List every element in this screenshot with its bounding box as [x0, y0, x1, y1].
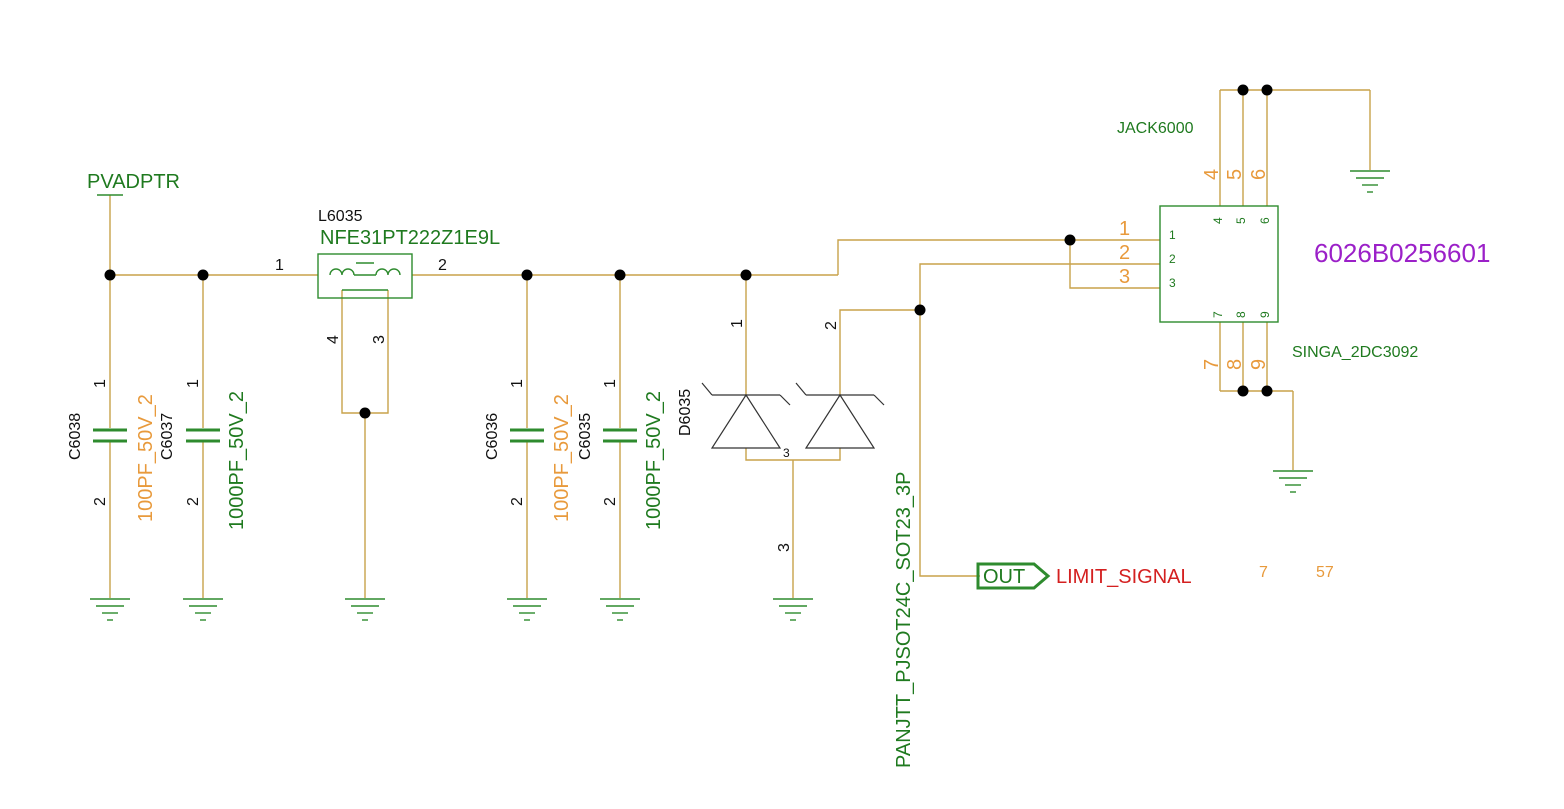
pin-number: 2	[438, 257, 447, 274]
junction-dots	[104, 84, 1273, 419]
port-label: OUT	[983, 566, 1025, 588]
jack-part-number: 6026B0256601	[1314, 238, 1490, 268]
pin-number: 4	[325, 335, 342, 344]
pin-number: 2	[602, 497, 619, 506]
ground-icon	[183, 598, 223, 621]
pin-number: 4	[1211, 217, 1225, 224]
ground-icon	[600, 598, 640, 621]
jack-value: SINGA_2DC3092	[1292, 344, 1418, 361]
ground-icon	[1350, 170, 1390, 193]
pin-number: 7	[1201, 359, 1223, 370]
pin-number: 6	[1248, 169, 1270, 180]
pin-number: 2	[1119, 242, 1130, 264]
pin-number: 1	[1169, 228, 1176, 242]
jack-body	[1159, 205, 1279, 323]
pin-number: 2	[185, 497, 202, 506]
inductor-value: NFE31PT222Z1E9L	[320, 227, 500, 249]
ground-icon	[90, 598, 130, 621]
cap-ref: C6038	[67, 413, 84, 460]
coil-icon	[375, 268, 401, 276]
ground-icon	[773, 598, 813, 621]
diode-symbol	[701, 382, 885, 449]
pin-number: 5	[1224, 169, 1246, 180]
net-label-pvadptr: PVADPTR	[87, 171, 180, 193]
pin-number: 9	[1258, 311, 1272, 318]
inductor-body	[317, 253, 413, 299]
pin-number: 1	[602, 379, 619, 388]
pin-number: 1	[509, 379, 526, 388]
pin-number: 3	[776, 543, 793, 552]
pin-number: 3	[371, 335, 388, 344]
pin-number: 2	[823, 321, 840, 330]
wires	[109, 89, 1371, 598]
pin-number: 5	[1234, 217, 1248, 224]
coil-icon	[329, 268, 355, 276]
pin-number: 6	[1258, 217, 1272, 224]
diode-value: PANJTT_PJSOT24C_SOT23_3P	[893, 472, 915, 768]
cap-ref: C6036	[484, 413, 501, 460]
jack-ref: JACK6000	[1117, 120, 1194, 137]
pin-number: 8	[1224, 359, 1246, 370]
pin-number: 9	[1248, 359, 1270, 370]
cap-value: 1000PF_50V_2	[643, 391, 665, 530]
cap-ref: C6035	[577, 413, 594, 460]
ground-icon	[507, 598, 547, 621]
pin-number: 8	[1234, 311, 1248, 318]
pin-number: 2	[509, 497, 526, 506]
ground-icon	[345, 598, 385, 621]
pin-number: 3	[1169, 276, 1176, 290]
cap-value: 100PF_50V_2	[551, 394, 573, 522]
pin-number: 1	[275, 257, 284, 274]
port-ref-b: 57	[1316, 564, 1334, 581]
pin-number: 4	[1201, 169, 1223, 180]
pin-number: 7	[1211, 311, 1225, 318]
pin-number: 2	[92, 497, 109, 506]
diode-icon	[710, 393, 782, 449]
cap-value: 100PF_50V_2	[135, 394, 157, 522]
inductor-ref: L6035	[318, 208, 363, 225]
capacitor-symbols	[93, 428, 637, 443]
ground-icon	[1273, 470, 1313, 493]
port-flag-icon	[976, 562, 1051, 590]
pin-number: 3	[783, 446, 790, 460]
pin-number: 2	[1169, 252, 1176, 266]
pin-number: 1	[92, 379, 109, 388]
cap-ref: C6037	[159, 413, 176, 460]
inductor-symbol	[317, 253, 413, 299]
pin-number: 1	[185, 379, 202, 388]
pin-number: 1	[729, 319, 746, 328]
out-port[interactable]	[976, 562, 1051, 590]
diode-ref: D6035	[677, 389, 694, 436]
ground-symbols	[90, 170, 1390, 621]
diode-icon	[804, 393, 876, 449]
cap-value: 1000PF_50V_2	[226, 391, 248, 530]
pin-number: 3	[1119, 266, 1130, 288]
net-label-limit-signal: LIMIT_SIGNAL	[1056, 566, 1192, 588]
port-ref-a: 7	[1259, 564, 1268, 581]
pin-number: 1	[1119, 218, 1130, 240]
